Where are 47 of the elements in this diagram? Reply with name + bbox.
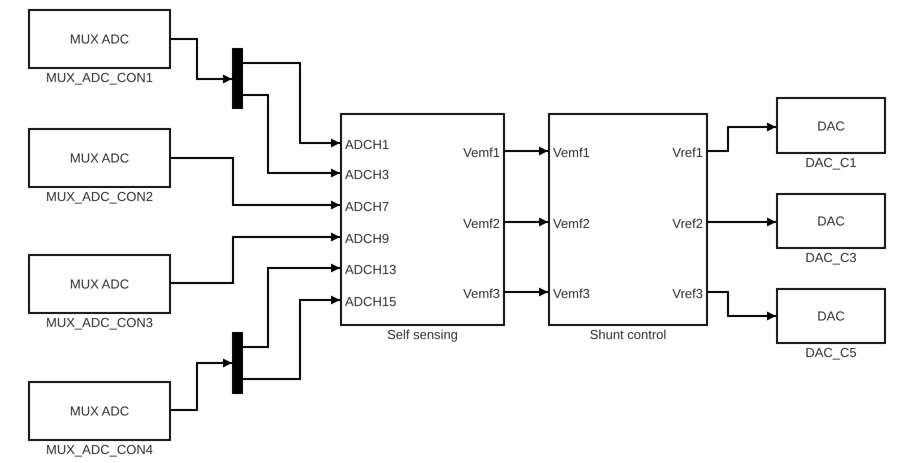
block-label: DAC [816,118,846,133]
signal-arrow [243,94,340,178]
block-name: MUX_ADC_CON4 [46,442,153,457]
block-label: MUX ADC [68,276,130,292]
port-label: ADCH9 [345,232,390,246]
block-name: DAC_C1 [805,155,857,170]
port-label: Vemf2 [553,217,590,231]
port-label: Vemf1 [463,146,500,160]
signal-arrow [171,358,232,411]
signal-arrow [171,157,340,210]
mux-bar [232,48,243,109]
signal-arrow [505,146,548,156]
signal-arrow [708,291,776,320]
block-name: DAC_C5 [805,345,857,360]
block-label: MUX ADC [68,404,130,418]
port-label: ADCH13 [345,263,396,277]
mux-bar [232,332,243,394]
block-name: Self sensing [387,327,458,342]
block-label: MUX ADC [68,150,130,166]
signal-arrow [171,232,340,284]
signal-arrow [171,38,232,84]
block-name: Shunt control [590,327,666,342]
port-label: Vemf3 [553,287,590,301]
port-label: ADCH15 [345,295,396,309]
signal-arrow [243,62,340,148]
block-name: DAC_C3 [805,250,857,265]
port-label: Vemf3 [463,287,500,301]
signal-arrow [708,122,776,152]
port-label: Vref2 [672,217,703,231]
signal-arrow [243,264,340,348]
port-label: Vref1 [672,146,703,160]
block-name: MUX_ADC_CON3 [46,315,153,330]
signal-arrow [505,288,548,296]
port-label: ADCH3 [345,168,390,182]
block-label: DAC [816,308,846,324]
block-name: MUX_ADC_CON2 [46,189,153,204]
block-label: MUX ADC [68,32,130,46]
signal-arrow [708,218,776,226]
port-label: ADCH7 [345,200,390,214]
port-label: Vemf1 [553,146,590,160]
port-label: Vemf2 [463,217,500,231]
port-label: ADCH1 [345,138,390,152]
signal-arrow [505,218,548,226]
port-label: Vref3 [672,287,703,301]
signal-arrow [243,296,340,380]
block-label: DAC [816,214,846,228]
block-name: MUX_ADC_CON1 [46,70,153,85]
